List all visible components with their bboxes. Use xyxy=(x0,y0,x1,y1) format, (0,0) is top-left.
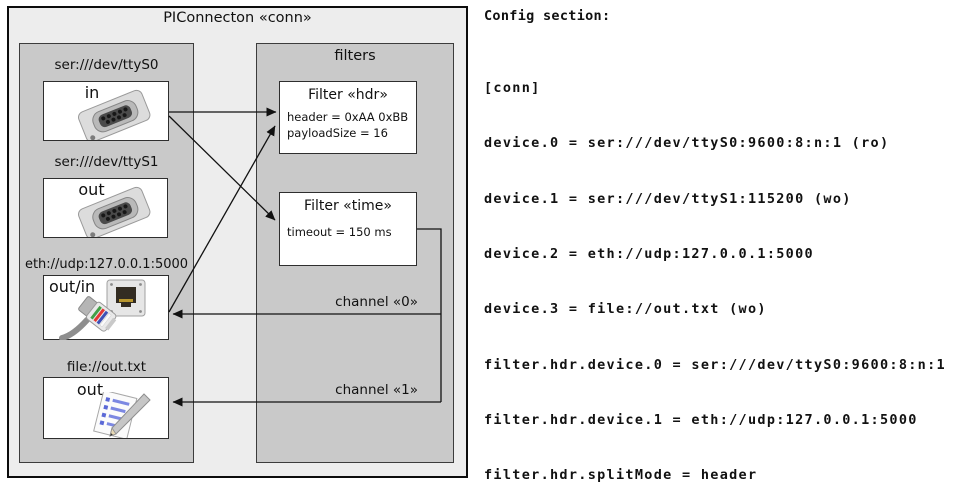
filter-title: Filter «hdr» xyxy=(308,87,388,103)
port-label: out xyxy=(78,180,105,199)
device-box-ttys1: out xyxy=(43,178,168,238)
config-section-heading: Config section: xyxy=(484,8,611,24)
device-label-file: file://out.txt xyxy=(66,359,147,375)
filter-title: Filter «time» xyxy=(304,198,392,214)
config-line: device.1 = ser:///dev/ttyS1:115200 (wo) xyxy=(484,190,852,207)
port-label: out/in xyxy=(49,277,96,296)
diagram-title: PIConnecton «conn» xyxy=(163,10,312,26)
device-label-ttys1: ser:///dev/ttyS1 xyxy=(54,154,159,170)
device-box-ttys0: in xyxy=(43,81,169,141)
config-line: device.3 = file://out.txt (wo) xyxy=(484,301,767,318)
config-line: filter.hdr.device.0 = ser:///dev/ttyS0:9… xyxy=(484,356,946,373)
config-line: [conn] xyxy=(484,79,541,96)
config-listing: [conn] device.0 = ser:///dev/ttyS0:9600:… xyxy=(484,42,955,484)
serial-connector-icon xyxy=(78,186,151,237)
ethernet-plug-cable-icon xyxy=(59,296,117,340)
notepad-icon xyxy=(93,392,151,438)
device-box-file: out xyxy=(43,377,169,439)
device-label-eth: eth://udp:127.0.0.1:5000 xyxy=(24,257,189,272)
ethernet-connector-icon xyxy=(106,279,146,317)
filter-body: header = 0xAA 0xBB payloadSize = 16 xyxy=(287,110,409,140)
channel-1-label: channel «1» xyxy=(335,382,418,398)
filter-box-hdr: Filter «hdr» header = 0xAA 0xBB payloadS… xyxy=(279,81,417,154)
filter-body: timeout = 150 ms xyxy=(287,225,392,239)
port-label: in xyxy=(84,83,100,102)
config-line: device.0 = ser:///dev/ttyS0:9600:8:n:1 (… xyxy=(484,135,890,152)
port-label: out xyxy=(76,380,104,399)
config-line: filter.hdr.device.1 = eth://udp:127.0.0.… xyxy=(484,412,918,429)
device-box-eth: out/in xyxy=(43,275,169,340)
channel-0-label: channel «0» xyxy=(335,294,418,310)
filters-panel-title: filters xyxy=(334,48,376,64)
config-line: filter.hdr.splitMode = header xyxy=(484,467,758,484)
device-label-ttys0: ser:///dev/ttyS0 xyxy=(54,57,159,73)
filter-box-time: Filter «time» timeout = 150 ms xyxy=(279,192,417,266)
serial-connector-icon xyxy=(78,89,151,140)
config-line: device.2 = eth://udp:127.0.0.1:5000 xyxy=(484,245,814,262)
